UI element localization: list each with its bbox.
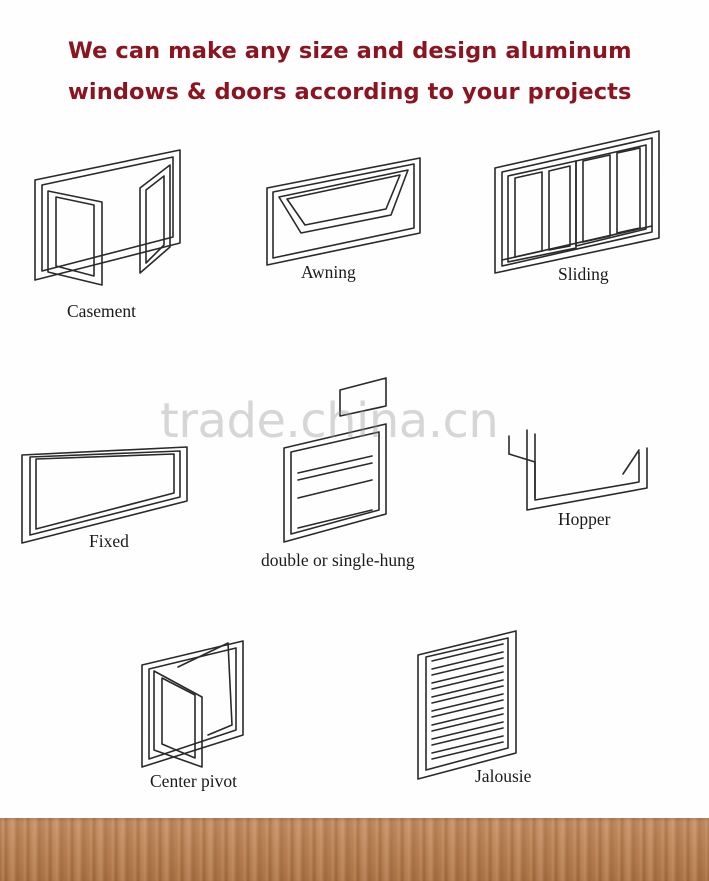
- center-pivot-window-icon: [141, 640, 244, 768]
- watermark-text: trade.china.cn: [160, 393, 499, 449]
- awning-window-icon: [266, 157, 421, 266]
- fixed-window-icon: [21, 446, 188, 544]
- jalousie-window-icon: [417, 630, 517, 780]
- headline: We can make any size and design aluminum…: [68, 31, 688, 113]
- headline-line-2: windows & doors according to your projec…: [68, 79, 632, 105]
- hopper-label: Hopper: [558, 509, 611, 529]
- double-hung-label: double or single-hung: [261, 550, 415, 570]
- fixed-label: Fixed: [89, 531, 129, 551]
- sliding-label: Sliding: [558, 264, 609, 284]
- jalousie-label: Jalousie: [475, 766, 532, 786]
- awning-label: Awning: [301, 262, 356, 282]
- hopper-window-icon: [508, 429, 648, 511]
- casement-window-icon: [34, 149, 181, 286]
- casement-label: Casement: [67, 301, 137, 321]
- center-pivot-label: Center pivot: [150, 771, 237, 791]
- headline-line-1: We can make any size and design aluminum: [68, 38, 632, 64]
- sliding-window-icon: [494, 130, 660, 274]
- double-hung-window-icon: [283, 377, 387, 543]
- wood-floor-strip: [0, 818, 709, 881]
